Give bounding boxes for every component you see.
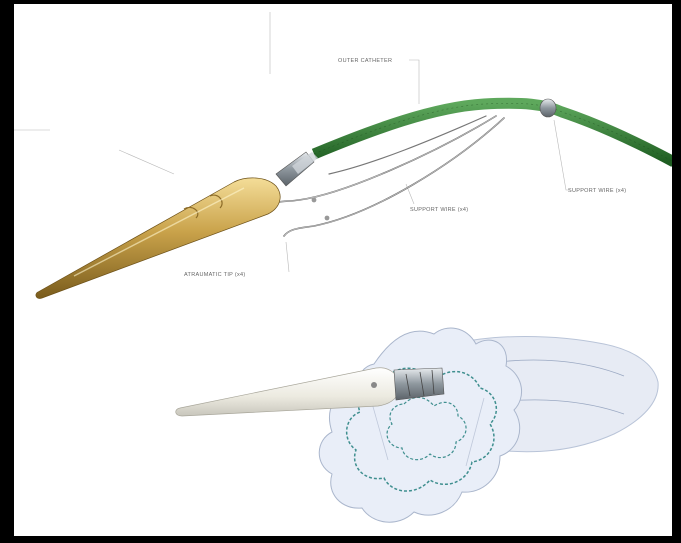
stent-graft xyxy=(176,328,658,522)
figure-panel: OUTER CATHETER SUPPORT WIRE (x4) SUPPORT… xyxy=(14,4,672,536)
label-outer-catheter: OUTER CATHETER xyxy=(338,58,392,64)
label-support-wire-left: SUPPORT WIRE (x4) xyxy=(410,207,468,213)
leader-lines xyxy=(14,12,570,272)
outer-catheter xyxy=(314,103,672,162)
support-wires xyxy=(272,116,504,236)
label-support-wire-right: SUPPORT WIRE (x4) xyxy=(568,188,626,194)
capsule-hub xyxy=(394,368,444,400)
label-atraumatic-tip: ATRAUMATIC TIP (x4) xyxy=(184,272,246,278)
device-illustration: OUTER CATHETER SUPPORT WIRE (x4) SUPPORT… xyxy=(14,4,672,536)
marker-band xyxy=(540,99,556,117)
nose-cone xyxy=(36,178,280,298)
